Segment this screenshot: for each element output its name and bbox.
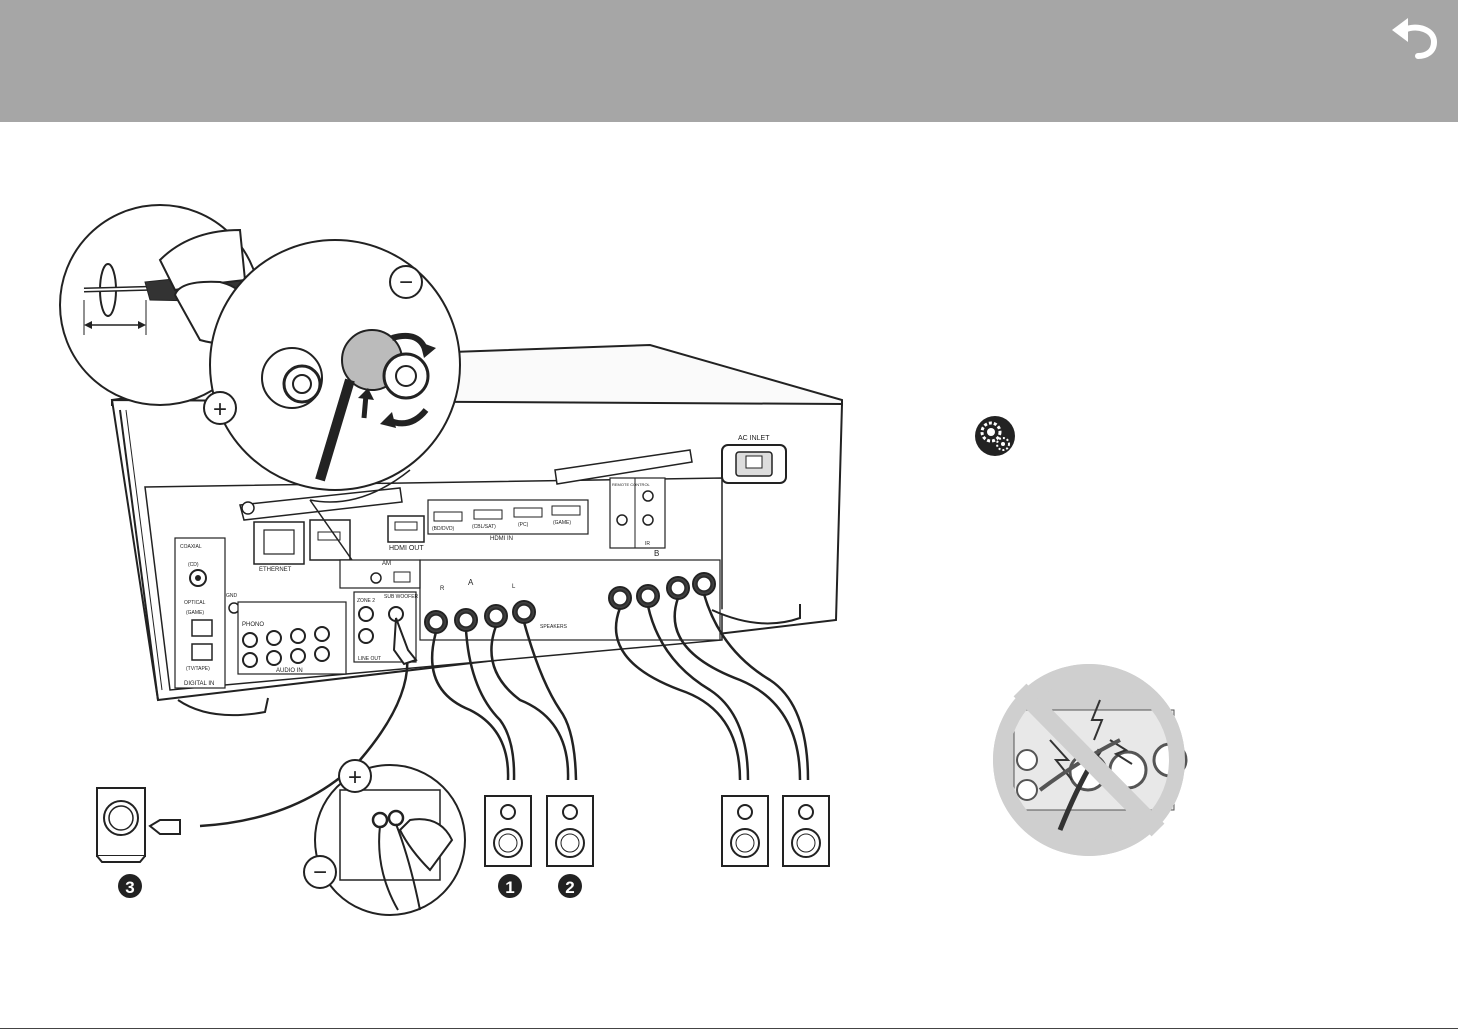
- ac-inlet-label: AC INLET: [738, 435, 770, 442]
- badge-1-label: 1: [505, 878, 514, 897]
- badge-3-label: 3: [125, 878, 134, 897]
- speaker-front-left: 2: [547, 796, 593, 898]
- optical-label: OPTICAL: [184, 600, 206, 606]
- connector-minus-label: −: [313, 859, 327, 886]
- optical-tvtape-label: (TV/TAPE): [186, 666, 210, 672]
- speakers-a-label: A: [468, 578, 474, 587]
- speaker-b-right: [722, 796, 768, 866]
- gnd-label: GND: [226, 593, 238, 599]
- speaker-b-left: [783, 796, 829, 866]
- line-out-label: LINE OUT: [358, 656, 381, 662]
- hdmi-in-1-label: (BD/DVD): [432, 526, 455, 532]
- hdmi-in-3-label: (PC): [518, 522, 529, 528]
- badge-2-label: 2: [565, 878, 574, 897]
- audio-in-label: AUDIO IN: [276, 668, 303, 674]
- gear-icon: [975, 416, 1015, 456]
- speaker-front-right: 1: [485, 796, 531, 898]
- digital-in-label: DIGITAL IN: [184, 681, 214, 687]
- zone2-label: ZONE 2: [357, 598, 375, 604]
- speakers-label: SPEAKERS: [540, 624, 568, 630]
- subwoofer-label: SUB WOOFER: [384, 594, 419, 600]
- ethernet-label: ETHERNET: [259, 567, 292, 573]
- speakers-b-label: B: [654, 549, 659, 558]
- terminal-minus-label: −: [399, 269, 413, 296]
- hdmi-in-2-label: (CBL/SAT): [472, 524, 496, 530]
- speaker-connector-detail: + −: [304, 760, 465, 915]
- remote-control-label: REMOTE CONTROL: [612, 482, 651, 487]
- phono-label: PHONO: [242, 622, 264, 628]
- ir-label: IR: [645, 541, 650, 547]
- coaxial-label: COAXIAL: [180, 544, 202, 550]
- speakers-r-label: R: [440, 586, 445, 592]
- hdmi-in-4-label: (GAME): [553, 520, 571, 526]
- terminal-plus-label: +: [213, 396, 227, 423]
- am-label: AM: [382, 561, 391, 567]
- remote-ir-panel: REMOTE CONTROL IR: [610, 478, 665, 548]
- connector-plus-label: +: [348, 764, 362, 791]
- footer-divider: [0, 1028, 1458, 1029]
- audio-in-panel: PHONO AUDIO IN: [238, 602, 346, 674]
- hdmi-in-label: HDMI IN: [490, 536, 513, 542]
- coaxial-cd-label: (CD): [188, 562, 199, 568]
- subwoofer: 3: [97, 788, 180, 898]
- optical-game-label: (GAME): [186, 610, 204, 616]
- hdmi-out-label: HDMI OUT: [389, 545, 424, 552]
- prohibited-short-circuit: [993, 664, 1186, 856]
